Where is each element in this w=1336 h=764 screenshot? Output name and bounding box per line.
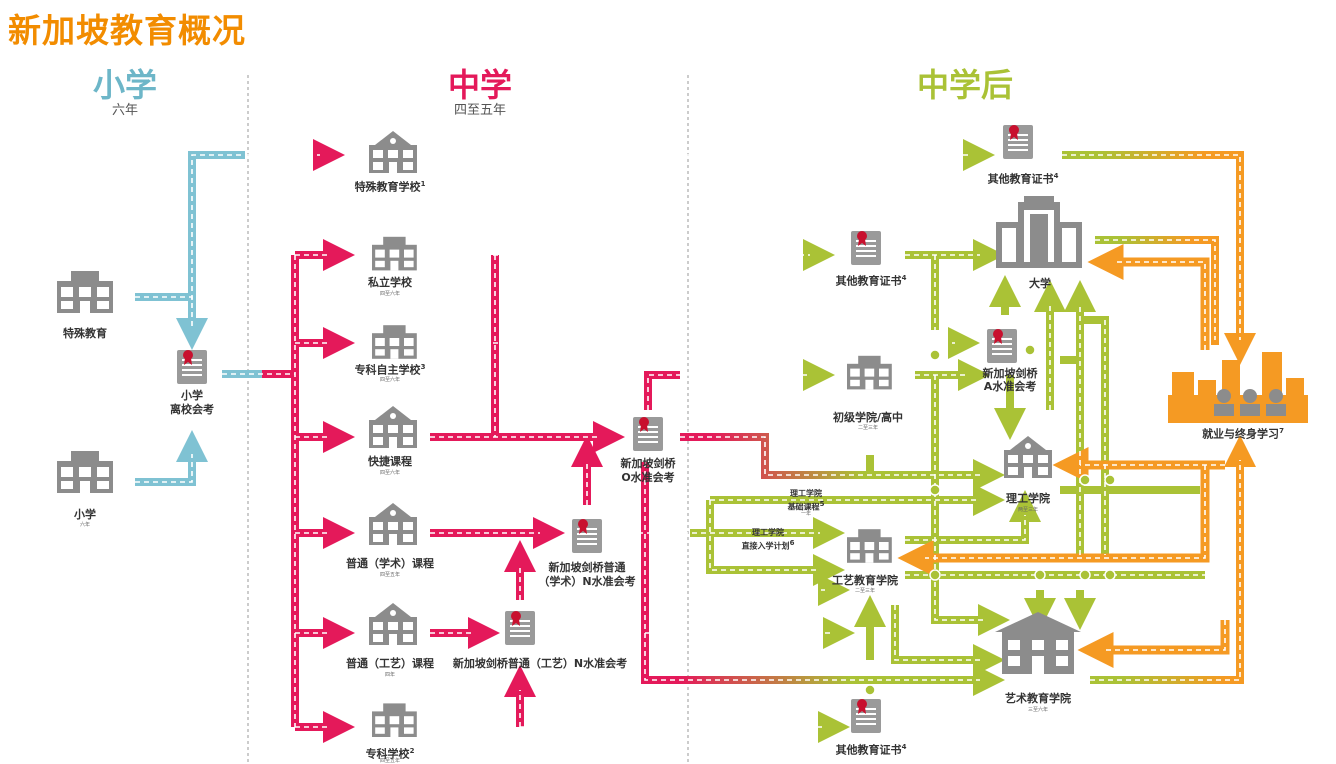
special-ed-school-building-icon	[369, 131, 417, 173]
junior-college-building-icon	[847, 355, 892, 390]
section-secondary-years: 四至五年	[453, 103, 506, 118]
employment-city-icon	[1168, 352, 1308, 423]
university-building-icon	[996, 196, 1082, 268]
label-private-school: 私立学校	[368, 276, 412, 289]
label-na-level-1: 新加坡剑桥普通	[548, 561, 626, 574]
sub-primary-school: 六年	[79, 522, 90, 528]
label-na-level-2: （学术）N水准会考	[538, 575, 636, 588]
path-psle-to-special-school-a	[188, 151, 245, 300]
label-poly-direct-1: 理工学院	[752, 528, 784, 537]
special-ed-building-icon	[57, 271, 113, 313]
label-other-cert-mid: 其他教育证书4	[835, 274, 907, 288]
nt-level-certificate-icon	[505, 611, 535, 645]
label-poly-foundation-1: 理工学院	[790, 489, 822, 498]
label-other-cert-top: 其他教育证书4	[987, 172, 1059, 186]
label-o-level-1: 新加坡剑桥	[620, 457, 676, 470]
label-sis: 专科自主学校3	[354, 363, 426, 377]
sub-express: 四至六年	[379, 470, 400, 476]
a-level-certificate-icon	[987, 329, 1017, 363]
sub-polytechnic: 两至三年	[1017, 507, 1038, 513]
label-special-ed-school: 特殊教育学校1	[354, 180, 426, 194]
o-level-certificate-icon	[633, 417, 663, 451]
label-employment: 就业与终身学习7	[1202, 427, 1284, 441]
section-primary-years: 六年	[111, 103, 138, 118]
label-a-level-1: 新加坡剑桥	[982, 367, 1038, 380]
sub-junior-college: 二至三年	[857, 425, 878, 431]
sub-private-school: 四至六年	[379, 291, 400, 297]
path-primary-to-psle	[135, 430, 208, 486]
sub-poly-foundation: 一年	[800, 511, 811, 517]
path-cert-to-employment	[1062, 151, 1256, 365]
label-polytechnic: 理工学院	[1006, 492, 1050, 505]
label-arts: 艺术教育学院	[1005, 692, 1071, 705]
private-school-building-icon	[372, 236, 417, 271]
na-level-certificate-icon	[572, 519, 602, 553]
label-a-level-2: A水准会考	[983, 380, 1037, 393]
other-cert-mid-icon	[851, 231, 881, 265]
label-junior-college: 初级学院/高中	[832, 411, 904, 424]
normal-academic-building-icon	[369, 503, 417, 545]
label-o-level-2: O水准会考	[621, 471, 675, 484]
path-specialed-to-psle	[135, 293, 208, 350]
section-post-secondary-heading: 中学后	[916, 66, 1013, 104]
psle-certificate-icon	[177, 350, 207, 384]
sub-sis: 四至六年	[379, 377, 400, 383]
primary-school-building-icon	[57, 451, 113, 493]
section-secondary-heading: 中学	[447, 66, 512, 104]
arts-building-icon	[995, 612, 1081, 674]
label-normal-technical: 普通（工艺）课程	[346, 657, 434, 670]
other-cert-top-icon	[1003, 125, 1033, 159]
label-university: 大学	[1029, 277, 1051, 290]
page-title: 新加坡教育概况	[8, 11, 246, 50]
polytechnic-building-icon	[1004, 436, 1052, 478]
sub-arts: 三至六年	[1027, 707, 1048, 713]
label-poly-direct-2: 直接入学计划6	[741, 539, 795, 551]
label-psle-1: 小学	[181, 389, 203, 402]
label-specialized-school: 专科学校2	[365, 747, 415, 761]
label-ite: 工艺教育学院	[832, 574, 898, 587]
label-poly-foundation-2: 基础课程5	[787, 500, 825, 512]
label-express: 快捷课程	[368, 455, 412, 468]
sub-normal-academic: 四至五年	[379, 572, 400, 578]
normal-technical-building-icon	[369, 603, 417, 645]
path-o-to-poly	[680, 433, 1005, 491]
ite-building-icon	[847, 529, 892, 563]
label-other-cert-bottom: 其他教育证书4	[835, 743, 907, 757]
express-building-icon	[369, 406, 417, 448]
specialized-school-building-icon	[372, 703, 417, 737]
label-special-ed: 特殊教育	[63, 327, 107, 340]
sis-building-icon	[372, 325, 417, 359]
path-employment-to-arts	[1077, 620, 1230, 668]
path-employment-to-university	[1087, 244, 1210, 350]
label-normal-academic: 普通（学术）课程	[346, 557, 434, 570]
section-primary-heading: 小学	[92, 66, 157, 104]
sub-ite: 二至三年	[854, 588, 875, 594]
sub-normal-technical: 四年	[384, 672, 395, 678]
other-cert-bottom-icon	[851, 699, 881, 733]
label-psle-2: 离校会考	[170, 403, 214, 416]
label-primary-school: 小学	[74, 508, 96, 521]
label-nt-level: 新加坡剑桥普通（工艺）N水准会考	[452, 657, 628, 670]
sub-specialized-school: 四至五年	[379, 758, 400, 764]
